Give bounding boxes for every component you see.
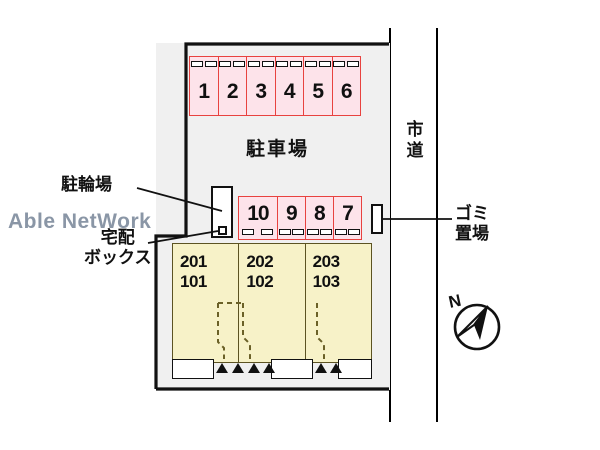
unit-number-upper: 202 [246,252,274,271]
entrance-arrow-icon [315,363,327,373]
parking-area-label: 駐車場 [246,138,310,160]
wheel-stop-icon [347,61,360,67]
compass-north-label: N [447,292,463,312]
wheel-stop-icon [348,229,361,235]
parking-stall[interactable]: 2 [219,57,247,115]
delivery-box-label-line1: 宅配 [100,228,135,248]
unit-numbers: 201 101 [180,252,207,292]
entrance-arrow-icon [232,363,244,373]
wheel-stop-icon [219,61,232,67]
road-edge-line-inner [389,28,391,422]
parking-stall[interactable]: 6 [333,57,361,115]
parking-stall[interactable]: 8 [306,197,334,239]
wheel-stop-icon [261,61,274,67]
building-unit: 202 102 [239,244,306,362]
parking-stall-number: 10 [247,201,269,225]
wheel-stop-icon [306,229,319,235]
road-edge-line-outer [436,28,438,422]
building-unit: 203 103 [306,244,371,362]
parking-stall-number: 9 [285,201,298,225]
wheel-stop-icon [242,229,255,235]
parking-stall[interactable]: 3 [247,57,276,115]
parking-stall-number: 7 [342,201,354,225]
wheel-stop-icon [320,229,333,235]
parking-stall-number: 1 [198,79,210,103]
porch [271,359,313,379]
parking-stall-number: 5 [312,79,324,103]
entrance-arrow-icon [330,363,342,373]
city-road-label-line1: 市 [406,120,424,140]
parking-stall[interactable]: 10 [239,197,278,239]
unit-number-lower: 103 [312,272,340,292]
wheel-stop-icon [318,61,331,67]
parking-stall-number: 8 [314,201,326,225]
delivery-box-label-line2: ボックス [84,247,152,268]
wheel-stop-icon [334,229,347,235]
garbage-area-label-line1: ゴミ [455,204,489,224]
porch [338,359,372,379]
unit-numbers: 203 103 [313,252,340,292]
delivery-box [218,226,227,235]
parking-stall-number: 3 [255,79,267,103]
parking-stall-number: 4 [283,79,296,103]
unit-number-upper: 203 [312,252,340,271]
bicycle-parking-label: 駐輪場 [61,175,112,195]
parking-stall[interactable]: 7 [334,197,361,239]
city-road-label: 市 道 [406,120,424,163]
wheel-stop-icon [233,61,246,67]
unit-numbers: 202 102 [246,252,273,292]
parking-stall[interactable]: 5 [304,57,333,115]
garbage-area-label-line2: 置場 [455,223,489,244]
wheel-stop-icon [333,61,346,67]
parking-stall-number: 6 [340,79,353,103]
compass-rose-icon: N [447,292,501,351]
parking-stall-number: 2 [226,79,239,103]
parking-stall[interactable]: 4 [276,57,304,115]
wheel-stop-icon [290,61,303,67]
parking-row-top: 1 2 3 4 5 6 [189,56,361,116]
wheel-stop-icon [204,61,217,67]
wheel-stop-icon [261,229,274,235]
entrance-arrow-icon [248,363,260,373]
wheel-stop-icon [304,61,317,67]
wheel-stop-icon [278,229,291,235]
unit-number-upper: 201 [180,252,207,271]
watermark-logo: Able NetWork [8,210,152,233]
garbage-area-label: ゴミ 置場 [455,204,489,244]
wheel-stop-icon [276,61,289,67]
unit-number-lower: 101 [180,272,207,292]
wheel-stop-icon [292,229,305,235]
parking-stall[interactable]: 1 [190,57,219,115]
building-unit: 201 101 [173,244,240,362]
city-road-label-line2: 道 [406,141,424,162]
garbage-area-box [371,204,383,234]
entrance-arrow-icon [216,363,228,373]
wheel-stop-icon [190,61,203,67]
entrance-arrow-icon [263,363,275,373]
apartment-building: 201 101 202 102 203 103 [172,243,372,363]
delivery-box-label: 宅配 ボックス [84,228,152,268]
porch-row [172,359,372,379]
unit-number-lower: 102 [246,272,274,292]
parking-stall[interactable]: 9 [278,197,306,239]
parking-row-bottom: 10 9 8 7 [238,196,362,240]
porch [172,359,214,379]
wheel-stop-icon [247,61,260,67]
